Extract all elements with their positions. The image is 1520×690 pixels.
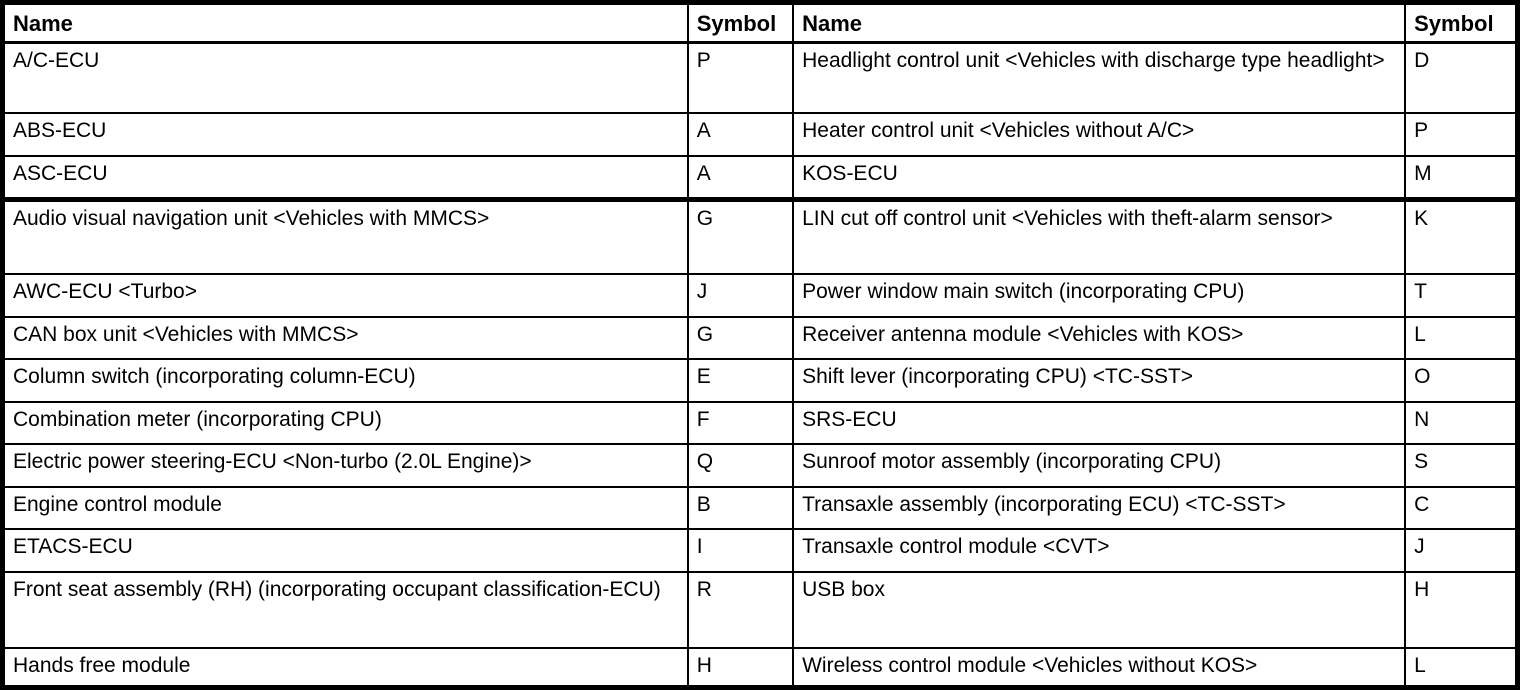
name-cell: CAN box unit <Vehicles with MMCS>: [1, 315, 689, 361]
symbol-cell: A: [686, 111, 795, 158]
header-row: Name Symbol Name Symbol: [1, 1, 1519, 44]
table-row: Front seat assembly (RH) (incorporating …: [1, 570, 1519, 650]
symbol-cell: D: [1404, 41, 1519, 114]
name-cell: Front seat assembly (RH) (incorporating …: [1, 570, 689, 650]
name-cell: Sunroof motor assembly (incorporating CP…: [792, 443, 1407, 488]
symbol-cell: M: [1404, 155, 1519, 203]
symbol-cell: P: [686, 41, 795, 114]
symbol-cell: P: [1404, 111, 1519, 158]
name-cell: KOS-ECU: [792, 155, 1407, 203]
symbol-cell: H: [686, 647, 795, 689]
name-cell: AWC-ECU <Turbo>: [1, 273, 689, 318]
symbol-cell: N: [1404, 400, 1519, 446]
symbol-cell: G: [686, 315, 795, 361]
name-cell: Hands free module: [1, 647, 689, 689]
symbol-cell: A: [686, 155, 795, 203]
header-symbol-left: Symbol: [686, 1, 795, 44]
name-cell: Column switch (incorporating column-ECU): [1, 358, 689, 403]
symbol-cell: I: [686, 528, 795, 573]
table-header: Name Symbol Name Symbol: [1, 1, 1519, 44]
symbol-cell: O: [1404, 358, 1519, 403]
name-cell: Heater control unit <Vehicles without A/…: [792, 111, 1407, 158]
symbol-cell: L: [1404, 315, 1519, 361]
symbol-cell: R: [686, 570, 795, 650]
symbol-cell: J: [686, 273, 795, 318]
name-cell: Engine control module: [1, 485, 689, 531]
name-cell: A/C-ECU: [1, 41, 689, 114]
name-cell: Receiver antenna module <Vehicles with K…: [792, 315, 1407, 361]
symbol-cell: H: [1404, 570, 1519, 650]
name-cell: Wireless control module <Vehicles withou…: [792, 647, 1407, 689]
symbol-cell: F: [686, 400, 795, 446]
symbol-cell: T: [1404, 273, 1519, 318]
name-cell: ABS-ECU: [1, 111, 689, 158]
header-name-left: Name: [1, 1, 689, 44]
name-cell: SRS-ECU: [792, 400, 1407, 446]
symbol-cell: L: [1404, 647, 1519, 689]
name-cell: Combination meter (incorporating CPU): [1, 400, 689, 446]
symbol-cell: E: [686, 358, 795, 403]
name-cell: Transaxle control module <CVT>: [792, 528, 1407, 573]
symbol-cell: C: [1404, 485, 1519, 531]
name-cell: USB box: [792, 570, 1407, 650]
table-row: Column switch (incorporating column-ECU)…: [1, 358, 1519, 403]
name-cell: Audio visual navigation unit <Vehicles w…: [1, 198, 689, 276]
symbol-cell: G: [686, 198, 795, 276]
name-cell: Transaxle assembly (incorporating ECU) <…: [792, 485, 1407, 531]
header-name-right: Name: [792, 1, 1407, 44]
symbol-cell: B: [686, 485, 795, 531]
table-row: Electric power steering-ECU <Non-turbo (…: [1, 443, 1519, 488]
table-row: Audio visual navigation unit <Vehicles w…: [1, 198, 1519, 276]
name-cell: Electric power steering-ECU <Non-turbo (…: [1, 443, 689, 488]
name-cell: ETACS-ECU: [1, 528, 689, 573]
name-cell: LIN cut off control unit <Vehicles with …: [792, 198, 1407, 276]
symbol-cell: S: [1404, 443, 1519, 488]
name-cell: ASC-ECU: [1, 155, 689, 203]
name-cell: Power window main switch (incorporating …: [792, 273, 1407, 318]
symbol-cell: J: [1404, 528, 1519, 573]
name-cell: Shift lever (incorporating CPU) <TC-SST>: [792, 358, 1407, 403]
symbol-cell: Q: [686, 443, 795, 488]
header-symbol-right: Symbol: [1404, 1, 1519, 44]
name-cell: Headlight control unit <Vehicles with di…: [792, 41, 1407, 114]
symbol-cell: K: [1404, 198, 1519, 276]
